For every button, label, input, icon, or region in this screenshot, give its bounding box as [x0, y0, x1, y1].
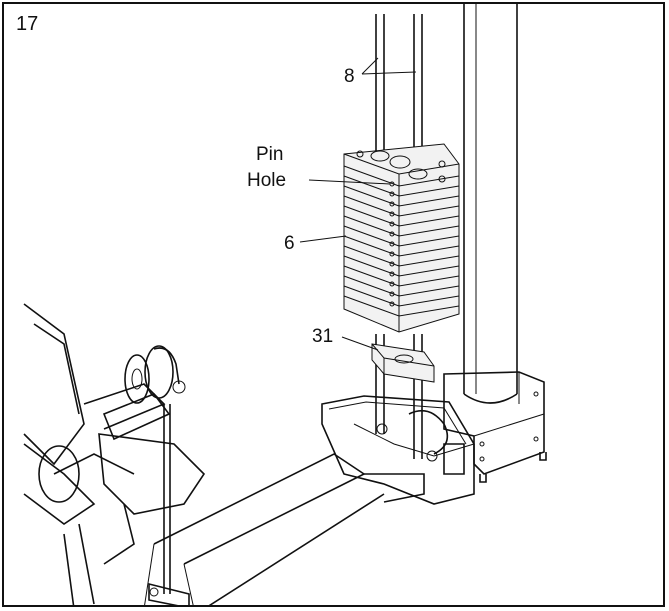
- callout-pin-label: Pin: [256, 144, 283, 165]
- weight-stack: [343, 143, 460, 333]
- pulley-arm: [102, 345, 190, 605]
- callout-8-guide-rods: 8: [344, 66, 355, 87]
- column-base: [443, 371, 547, 483]
- assembly-illustration: 17 8 Pin Hole 6 31: [16, 4, 547, 605]
- leader-lines: [299, 57, 417, 351]
- callout-31-selector-bracket: 31: [312, 326, 333, 347]
- base-tray: [321, 395, 475, 505]
- floor-rail: [144, 453, 425, 605]
- selector-pin-holes: [389, 181, 395, 307]
- selector-bracket: [371, 343, 435, 383]
- bench-assembly: [23, 303, 206, 605]
- callout-hole-label: Hole: [247, 170, 286, 191]
- step-number: 17: [16, 13, 38, 35]
- main-column: [463, 4, 518, 404]
- callout-6-weight-stack: 6: [284, 233, 295, 254]
